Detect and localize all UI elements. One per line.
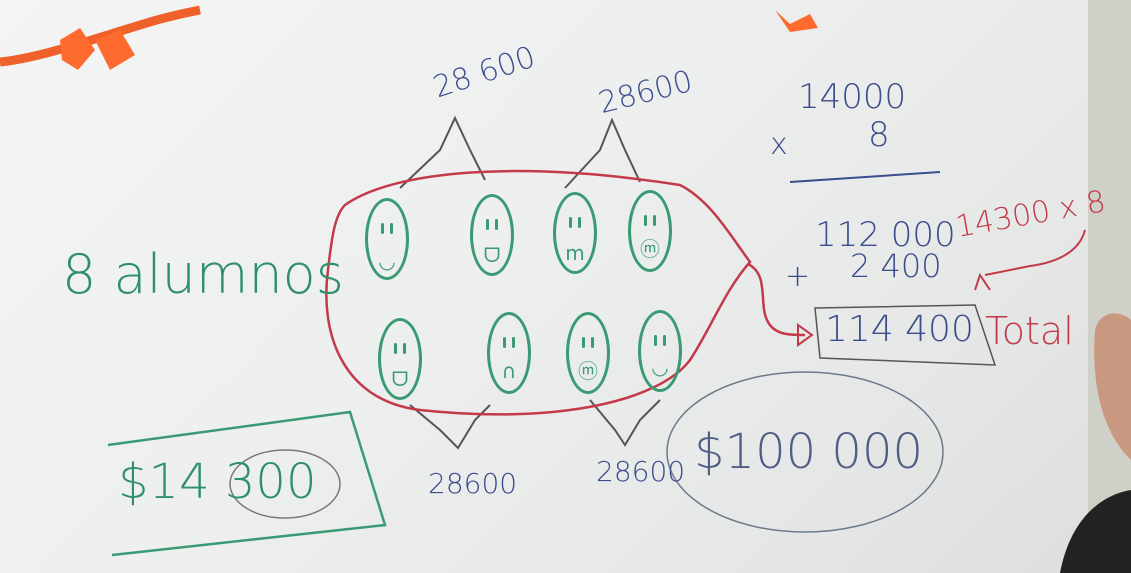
budget-amount: $100 000: [694, 424, 924, 480]
student-face-5: ᗜ: [378, 318, 422, 400]
multiplier: 8: [868, 115, 890, 155]
addition-operator: +: [785, 259, 811, 294]
hand: [1094, 313, 1131, 460]
price-per-student: $14 300: [118, 454, 317, 510]
student-face-8: ◡: [638, 310, 682, 392]
sum-value: 114 400: [825, 309, 974, 350]
multiplication-operator: x: [770, 127, 788, 162]
pair-total-bottom-right: 28600: [596, 455, 686, 488]
sum-box: [814, 304, 997, 366]
arrow-to-sum: [747, 262, 806, 337]
board-frame: [1088, 0, 1131, 573]
addend-two: 2 400: [850, 247, 942, 285]
multiplication-line: [789, 171, 941, 183]
student-face-7: ⓜ: [566, 312, 610, 394]
garland-bow: [60, 28, 135, 70]
arrow-head: [797, 323, 814, 347]
student-face-3: m: [553, 192, 597, 274]
student-face-1: ◡: [365, 198, 409, 280]
garland-piece: [775, 10, 818, 32]
group-outline: [325, 169, 752, 416]
pair-total-bottom-left: 28600: [428, 467, 518, 500]
bottom-right-bracket: [589, 399, 661, 447]
note-arrow: [984, 229, 1086, 276]
addend-one: 112 000: [815, 215, 956, 255]
top-left-bracket: [399, 115, 486, 189]
budget-ellipse: [666, 371, 944, 533]
student-face-2: ᗜ: [470, 194, 514, 276]
total-label: Total: [985, 309, 1074, 353]
student-face-6: ∩: [487, 312, 531, 394]
top-right-bracket: [564, 117, 641, 189]
students-label: 8 alumnos: [62, 243, 344, 306]
price-box: [107, 410, 387, 557]
shadow-object: [1060, 490, 1131, 573]
student-face-4: ⓜ: [628, 190, 672, 272]
garland-decoration: [0, 5, 201, 67]
multiplicand: 14000: [798, 77, 907, 117]
price-circle: [229, 449, 341, 519]
